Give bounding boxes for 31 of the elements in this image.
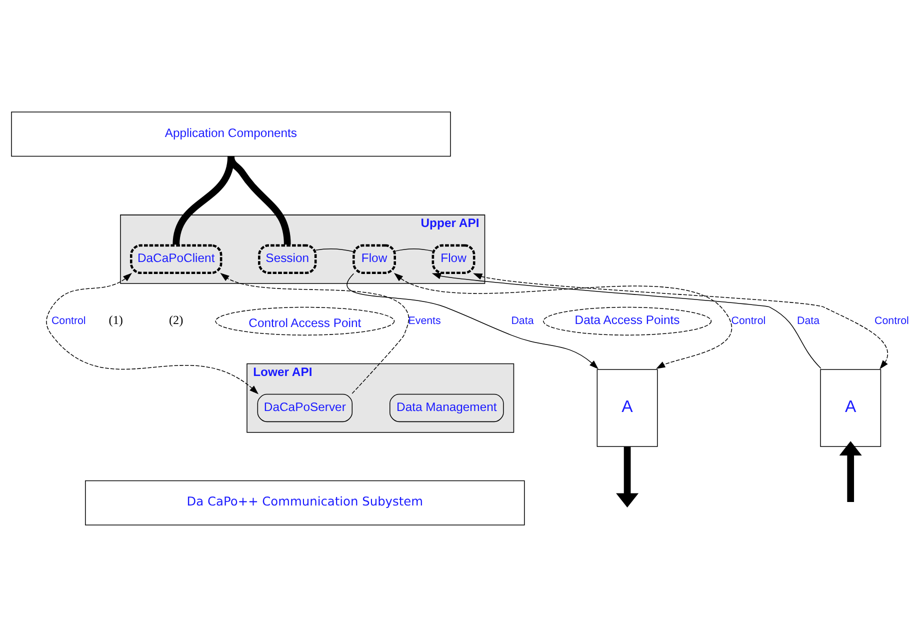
arrow [346, 273, 598, 370]
edge-label: Control [731, 314, 766, 327]
connector [394, 248, 434, 252]
arrow [432, 273, 822, 369]
arrow [220, 272, 410, 394]
arrow [394, 272, 732, 369]
arrow [839, 441, 862, 502]
node-box: A [596, 369, 658, 447]
node-box: DaCaPoServer [257, 394, 353, 422]
connector [316, 248, 354, 252]
arrow [46, 272, 258, 394]
arrow [616, 446, 639, 508]
node-ellipse: Data Access Points [542, 306, 712, 336]
node-box: Flow [352, 244, 396, 274]
node-box: A [820, 369, 882, 447]
node-box: Da CaPo++ Communication Subystem [85, 480, 525, 526]
arrow [473, 273, 888, 370]
node-ellipse: Control Access Point [215, 306, 395, 336]
node-box: DaCaPoClient [130, 244, 222, 274]
node-box: Application Components [11, 112, 451, 157]
node-box: Flow [432, 244, 476, 274]
node-box: Data Management [390, 394, 504, 422]
node-box: Session [258, 244, 317, 274]
edge-label: Control [51, 314, 86, 327]
connector [228, 156, 291, 245]
edge-label: Control [874, 314, 909, 327]
edge-label: Data [511, 314, 534, 327]
label: (1) [108, 313, 124, 328]
edge-label: Events [408, 314, 441, 327]
edge-label: Data [797, 314, 820, 327]
label: (2) [168, 313, 184, 328]
